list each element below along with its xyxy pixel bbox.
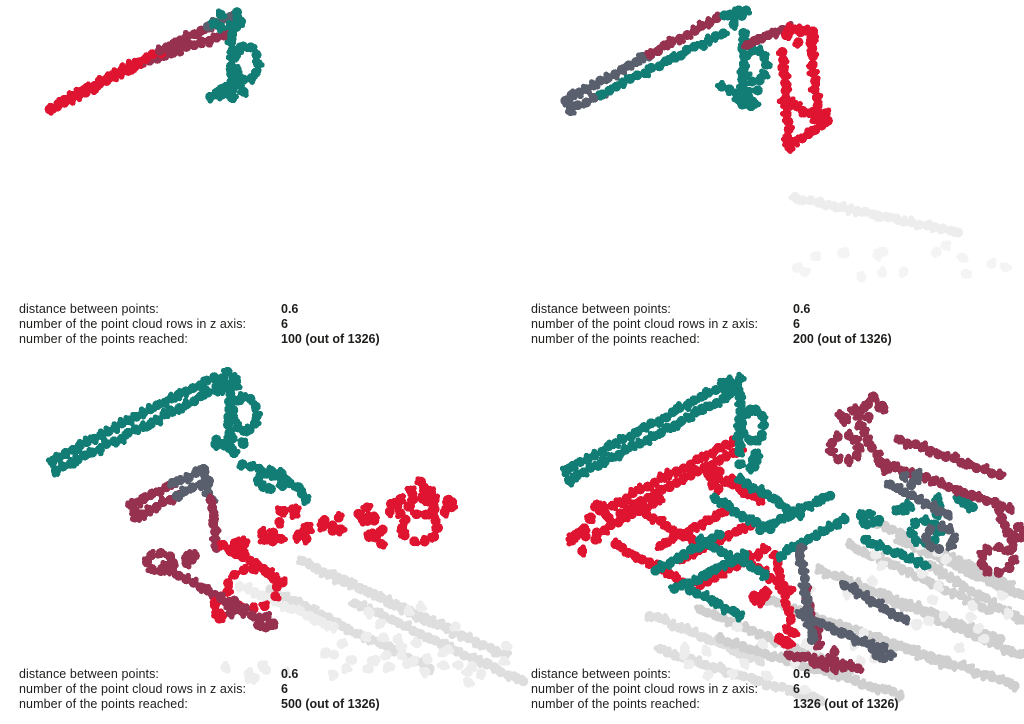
stat-value-rows: 6 xyxy=(281,317,288,332)
stat-value-rows: 6 xyxy=(793,317,800,332)
point-cloud-stage-100 xyxy=(44,7,265,116)
stat-label-distance: distance between points: xyxy=(19,302,159,316)
stat-label-distance: distance between points: xyxy=(531,667,671,681)
stat-value-rows: 6 xyxy=(281,682,288,697)
stat-row: distance between points: 0.6 xyxy=(531,302,1024,317)
stat-value-reached: 100 (out of 1326) xyxy=(281,332,380,347)
stat-value-distance: 0.6 xyxy=(281,302,299,316)
stat-label-distance: distance between points: xyxy=(531,302,671,316)
point-cloud-stage-500 xyxy=(46,366,529,688)
stat-row: number of the points reached: 100 (out of… xyxy=(19,332,519,347)
stat-row: number of the point cloud rows in z axis… xyxy=(19,682,519,697)
stat-value-distance: 0.6 xyxy=(793,302,811,316)
stat-row: number of the points reached: 1326 (out o… xyxy=(531,697,1024,712)
stat-label-reached: number of the points reached: xyxy=(19,332,188,347)
stat-label-rows: number of the point cloud rows in z axis… xyxy=(19,317,247,332)
stat-label-reached: number of the points reached: xyxy=(531,697,700,712)
stats-block-stage-200: distance between points: 0.6 number of th… xyxy=(531,302,1024,348)
stat-label-reached: number of the points reached: xyxy=(531,332,700,347)
stats-block-stage-100: distance between points: 0.6 number of th… xyxy=(19,302,519,348)
stat-row: distance between points: 0.6 xyxy=(19,667,519,682)
stat-row: distance between points: 0.6 xyxy=(19,302,519,317)
stat-value-reached: 500 (out of 1326) xyxy=(281,697,380,712)
stat-row: number of the point cloud rows in z axis… xyxy=(19,317,519,332)
stat-value-rows: 6 xyxy=(793,682,800,697)
stat-value-distance: 0.6 xyxy=(281,667,299,681)
stat-label-reached: number of the points reached: xyxy=(19,697,188,712)
stat-row: number of the point cloud rows in z axis… xyxy=(531,682,1024,697)
stats-block-stage-500: distance between points: 0.6 number of th… xyxy=(19,667,519,713)
stat-label-distance: distance between points: xyxy=(19,667,159,681)
stat-label-rows: number of the point cloud rows in z axis… xyxy=(531,317,759,332)
stat-value-distance: 0.6 xyxy=(793,667,811,681)
stat-row: number of the points reached: 200 (out of… xyxy=(531,332,1024,347)
point-cloud-stage-1326 xyxy=(559,371,1024,706)
stats-block-stage-1326: distance between points: 0.6 number of th… xyxy=(531,667,1024,713)
stat-value-reached: 1326 (out of 1326) xyxy=(793,697,899,712)
point-cloud-stage-200 xyxy=(560,5,1013,283)
stat-row: number of the point cloud rows in z axis… xyxy=(531,317,1024,332)
stat-row: distance between points: 0.6 xyxy=(531,667,1024,682)
stat-row: number of the points reached: 500 (out of… xyxy=(19,697,519,712)
stat-label-rows: number of the point cloud rows in z axis… xyxy=(531,682,759,697)
stat-value-reached: 200 (out of 1326) xyxy=(793,332,892,347)
stat-label-rows: number of the point cloud rows in z axis… xyxy=(19,682,247,697)
